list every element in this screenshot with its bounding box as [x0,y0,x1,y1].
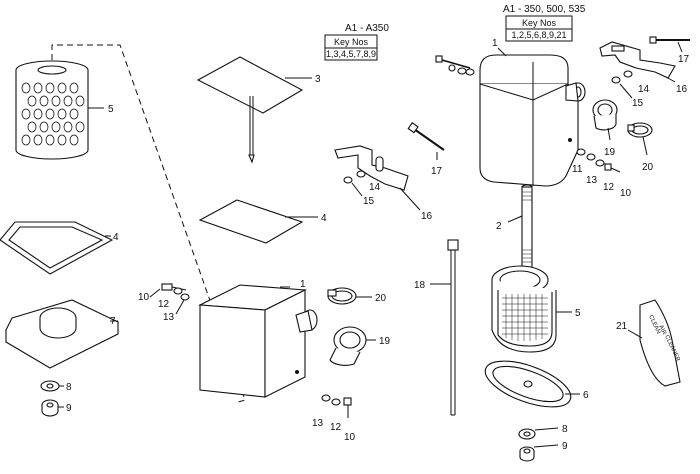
callout-10-mid: 10 [138,292,150,303]
filter-element-right [491,265,557,353]
callout-7-left: 7 [110,316,116,327]
callout-1-mid: 1 [300,279,306,290]
callout-12-mid: 12 [158,299,170,310]
callout-17-right: 17 [678,54,690,65]
top-plate-with-rod [196,56,304,164]
key-numbers-left: 1,3,4,5,7,8,9 [326,49,376,59]
callout-13-right: 13 [586,175,598,186]
washer-right [518,428,536,440]
nut-15-mid [343,176,353,184]
callout-16-mid: 16 [421,211,433,222]
instruction-card: CLEAN AIR CLEANER [639,299,681,387]
callout-13-mid: 13 [163,312,175,323]
cover-left [5,299,120,369]
air-cleaner-body-right [479,54,586,187]
mounting-bracket-mid [334,145,409,191]
filter-pad [198,199,304,244]
callout-19-mid: 19 [379,336,391,347]
callout-8-left: 8 [66,382,72,393]
callout-16-right: 16 [676,84,688,95]
callout-1-right: 1 [492,38,498,49]
callout-11-right: 11 [572,164,583,175]
callout-4-mid: 4 [321,213,327,224]
callout-5-left: 5 [108,104,114,115]
callout-10-bottom: 10 [344,432,356,443]
tie-strap [447,239,459,416]
callout-21-right: 21 [616,321,628,332]
gasket-frame-left [0,221,114,275]
oval-gasket [484,360,572,408]
filter-element-left [15,60,89,160]
bolt-group-bottom [321,394,352,418]
callout-17-mid: 17 [431,166,443,177]
washer-14-mid [356,170,366,178]
model-header-left: A1 - A350 [345,23,389,34]
bolt-group-right [576,148,621,173]
nut-15-right [611,76,621,84]
dashed-group-bracket [51,44,246,404]
callout-19-right: 19 [604,147,616,158]
long-bolt-mid [407,122,445,151]
model-header-right: A1 - 350, 500, 535 [503,4,586,15]
hose-clip-right [627,122,653,138]
callout-12-bottom: 12 [330,422,342,433]
washer-left [40,380,60,392]
callout-4-left: 4 [113,232,119,243]
nut-left [41,399,59,417]
callout-8-right: 8 [562,424,568,435]
callout-12-right: 12 [603,182,615,193]
long-bolt-right [649,36,690,44]
hose-connector-mid [329,326,367,366]
key-title-left: Key Nos [334,37,369,47]
callout-18-right: 18 [414,280,426,291]
callout-20-mid: 20 [375,293,387,304]
threaded-stud [521,184,533,270]
nut-right [519,446,535,462]
callout-3: 3 [315,74,321,85]
hose-clip-mid [327,287,357,305]
callout-9-right: 9 [562,441,568,452]
callout-9-left: 9 [66,403,72,414]
callout-15-mid: 15 [363,196,375,207]
key-title-right: Key Nos [522,18,557,28]
bolt-group-mid [161,283,190,301]
callout-14-mid: 14 [369,182,381,193]
callout-6-right: 6 [583,390,589,401]
callout-2-right: 2 [496,221,502,232]
callout-15-right: 15 [632,98,644,109]
hose-connector-right [592,99,618,131]
air-cleaner-body-left [197,284,318,398]
top-bolt-right [435,55,475,76]
washer-14-right [623,70,633,78]
key-numbers-right: 1,2,5,6,8,9,21 [511,30,566,40]
card-line-2: AIR [657,324,667,336]
callout-13-bottom: 13 [312,418,324,429]
mounting-bracket-right [599,41,676,79]
callout-10-right: 10 [620,188,632,199]
callout-14-right: 14 [638,84,650,95]
callout-20-right: 20 [642,162,654,173]
callout-5-right: 5 [575,308,581,319]
